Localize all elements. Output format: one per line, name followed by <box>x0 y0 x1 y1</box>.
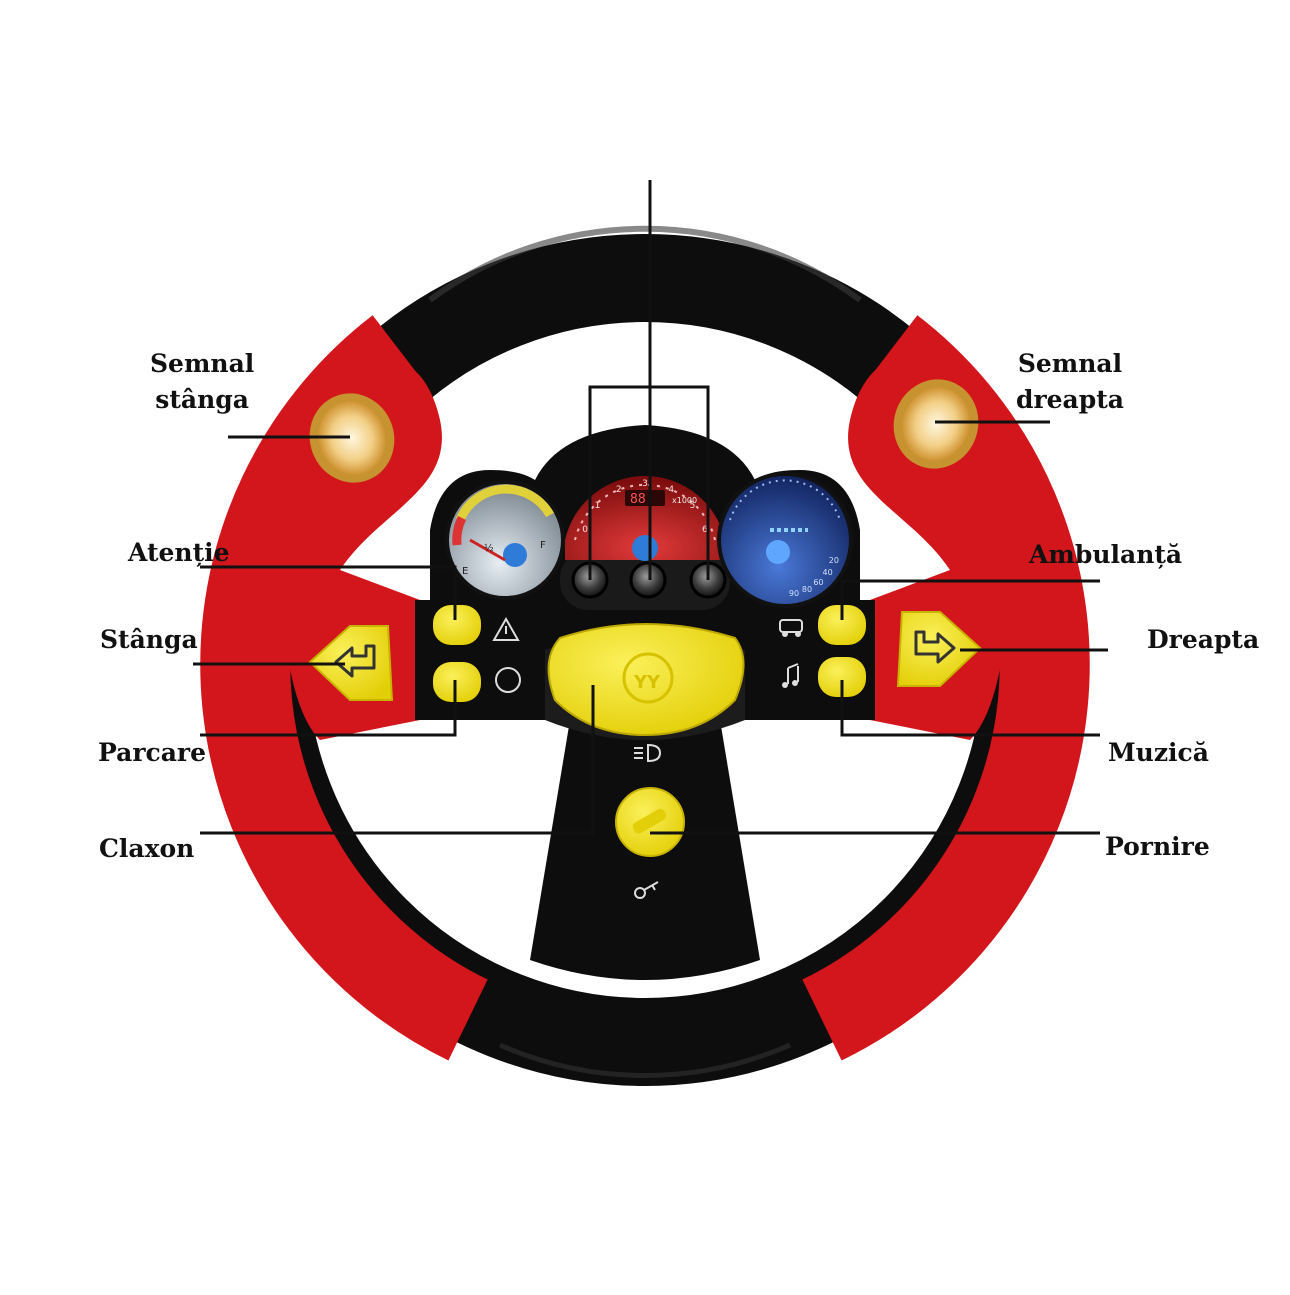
leader-ambulanta <box>840 579 1100 620</box>
center-gauge-tick-4: 4 <box>668 485 674 495</box>
gauge-right <box>717 472 853 608</box>
label-muzica: Muzică <box>1108 738 1209 767</box>
ambulance-icon <box>779 619 803 637</box>
horn-button[interactable] <box>547 623 745 737</box>
muzica-button[interactable] <box>818 657 866 697</box>
center-gauge-tick-2: 2 <box>616 485 622 495</box>
label-dreapta: Dreapta <box>1147 625 1260 654</box>
leader-atentie <box>200 565 457 620</box>
left-gauge-tick-2: F <box>540 540 546 551</box>
leader-muzica <box>840 680 1100 737</box>
center-unit: x1000 <box>672 496 697 505</box>
center-gauge-tick-1: 1 <box>595 501 601 511</box>
center-gauge-ticks: 0 1 2 3 4 5 6 <box>582 479 708 535</box>
small-buttons <box>433 605 866 702</box>
center-gauge-tick-0: 0 <box>582 525 588 535</box>
leader-lines <box>193 180 1108 835</box>
label-claxon: Claxon <box>99 834 195 863</box>
right-gauge-tick-4: 90 <box>789 589 799 598</box>
parcare-button[interactable] <box>433 662 481 702</box>
gauge-left <box>445 480 565 600</box>
lamp-right <box>893 379 979 469</box>
leader-knobs <box>588 385 710 580</box>
right-gauge-tick-3: 80 <box>802 585 812 594</box>
leader-claxon <box>200 685 595 835</box>
label-parcare: Parcare <box>98 738 206 767</box>
key-icon <box>634 881 659 899</box>
stop-sign-icon <box>495 667 521 693</box>
center-readout: 88 <box>630 492 646 507</box>
right-gauge-tick-0: 20 <box>829 556 839 565</box>
center-gauge-tick-6: 6 <box>702 525 708 535</box>
left-gauge-tick-0: E <box>462 566 468 577</box>
label-pornire: Pornire <box>1105 832 1210 861</box>
turn-right-arrow-icon[interactable] <box>896 611 982 687</box>
atentie-button[interactable] <box>433 605 481 645</box>
start-button[interactable] <box>615 787 685 857</box>
center-gauge-tick-3: 3 <box>642 479 648 489</box>
gauge-center <box>565 475 725 561</box>
label-atentie: Atenție <box>128 538 230 567</box>
warning-triangle-icon <box>492 616 520 641</box>
label-stanga: Stânga <box>100 625 198 654</box>
right-gauge-tick-1: 40 <box>823 568 833 577</box>
horn-logo: YY <box>633 672 661 693</box>
music-note-icon <box>782 663 799 688</box>
leader-parcare <box>200 680 457 737</box>
lamp-left <box>309 393 395 483</box>
left-gauge-tick-1: ½ <box>484 542 494 554</box>
turn-left-arrow-icon[interactable] <box>308 625 394 701</box>
right-gauge-tick-2: 60 <box>813 578 823 587</box>
label-ambulanta: Ambulanță <box>1029 540 1183 569</box>
ambulanta-button[interactable] <box>818 605 866 645</box>
knob-center[interactable] <box>629 561 667 599</box>
center-gauge-tick-5: 5 <box>690 501 696 511</box>
headlight-icon <box>634 743 662 763</box>
